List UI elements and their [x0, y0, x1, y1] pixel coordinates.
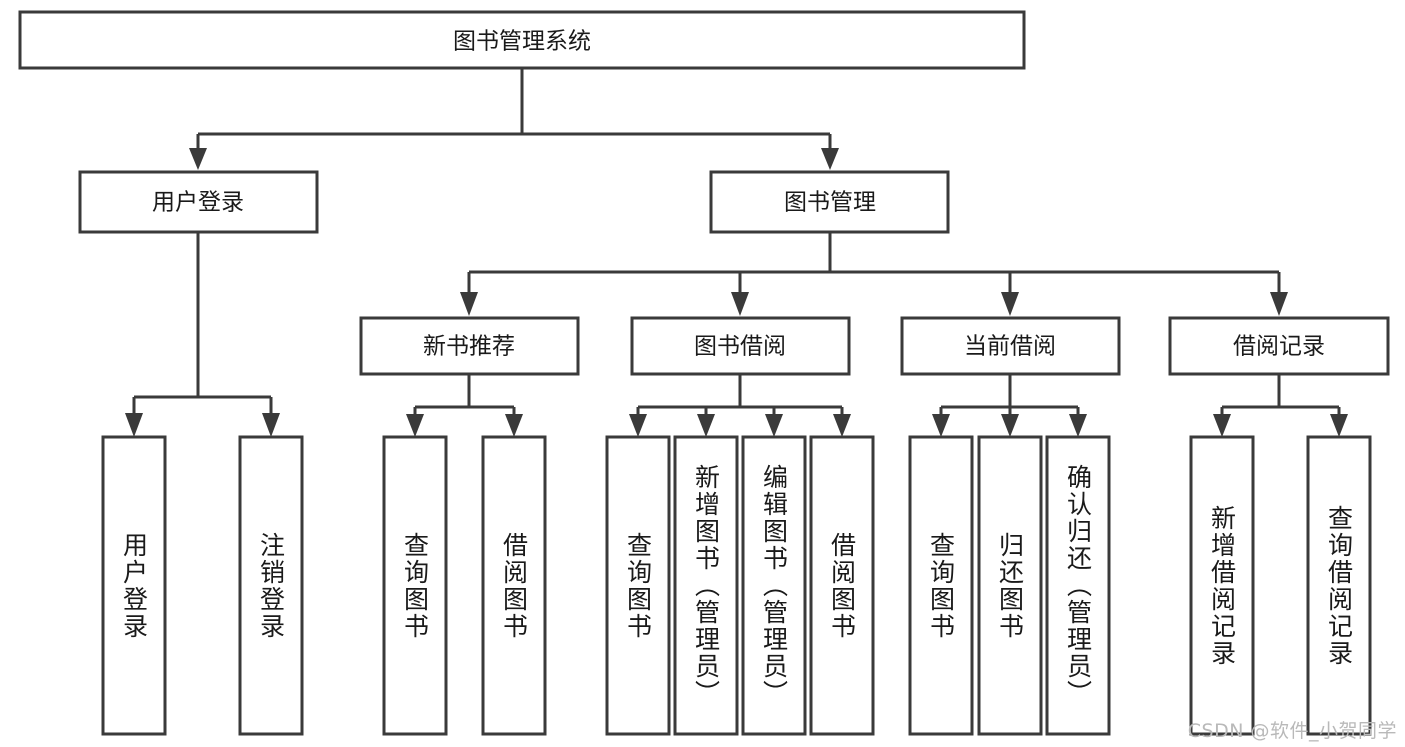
node-user-login[interactable]: 用户登录	[78, 170, 319, 234]
node-user-login-label: 用户登录	[152, 190, 244, 216]
node-current-borrow-label: 当前借阅	[964, 334, 1056, 360]
connector-book-borrow-to-leaves	[629, 374, 851, 437]
leaf-box-user-login-0[interactable]	[101, 435, 167, 736]
node-book-management[interactable]: 图书管理	[709, 170, 950, 234]
leaf-box-current-borrow-2[interactable]	[1045, 435, 1111, 736]
leaf-box-book-borrow-2[interactable]	[741, 435, 807, 736]
leaf-box-current-borrow-0[interactable]	[908, 435, 974, 736]
node-new-book-recommend[interactable]: 新书推荐	[359, 316, 580, 376]
leaf-box-current-borrow-1[interactable]	[977, 435, 1043, 736]
leaf-box-book-borrow-3[interactable]	[809, 435, 875, 736]
node-root[interactable]: 图书管理系统	[18, 10, 1026, 70]
node-book-management-label: 图书管理	[784, 190, 876, 216]
connector-book-management-to-level3	[460, 232, 1288, 316]
connector-borrow-record-to-leaves	[1213, 374, 1348, 437]
connector-user-login-to-leaves	[125, 232, 280, 437]
node-book-borrow-label: 图书借阅	[694, 334, 786, 360]
leaf-box-borrow-record-1[interactable]	[1306, 435, 1372, 736]
node-new-book-recommend-label: 新书推荐	[423, 334, 515, 360]
watermark-text: CSDN @软件_小贺同学	[1187, 720, 1397, 742]
connector-root-to-level2	[189, 68, 839, 170]
node-book-borrow[interactable]: 图书借阅	[630, 316, 851, 376]
connector-current-borrow-to-leaves	[932, 374, 1087, 437]
node-root-label: 图书管理系统	[453, 29, 591, 55]
node-borrow-record[interactable]: 借阅记录	[1168, 316, 1390, 376]
connector-new-book-to-leaves	[406, 374, 523, 437]
leaf-box-borrow-record-0[interactable]	[1189, 435, 1255, 736]
leaf-box-new-book-1[interactable]	[481, 435, 547, 736]
node-current-borrow[interactable]: 当前借阅	[900, 316, 1121, 376]
leaf-box-user-login-1[interactable]	[238, 435, 304, 736]
leaf-box-book-borrow-0[interactable]	[605, 435, 671, 736]
node-borrow-record-label: 借阅记录	[1233, 334, 1325, 360]
leaf-box-new-book-0[interactable]	[382, 435, 448, 736]
leaf-box-book-borrow-1[interactable]	[673, 435, 739, 736]
